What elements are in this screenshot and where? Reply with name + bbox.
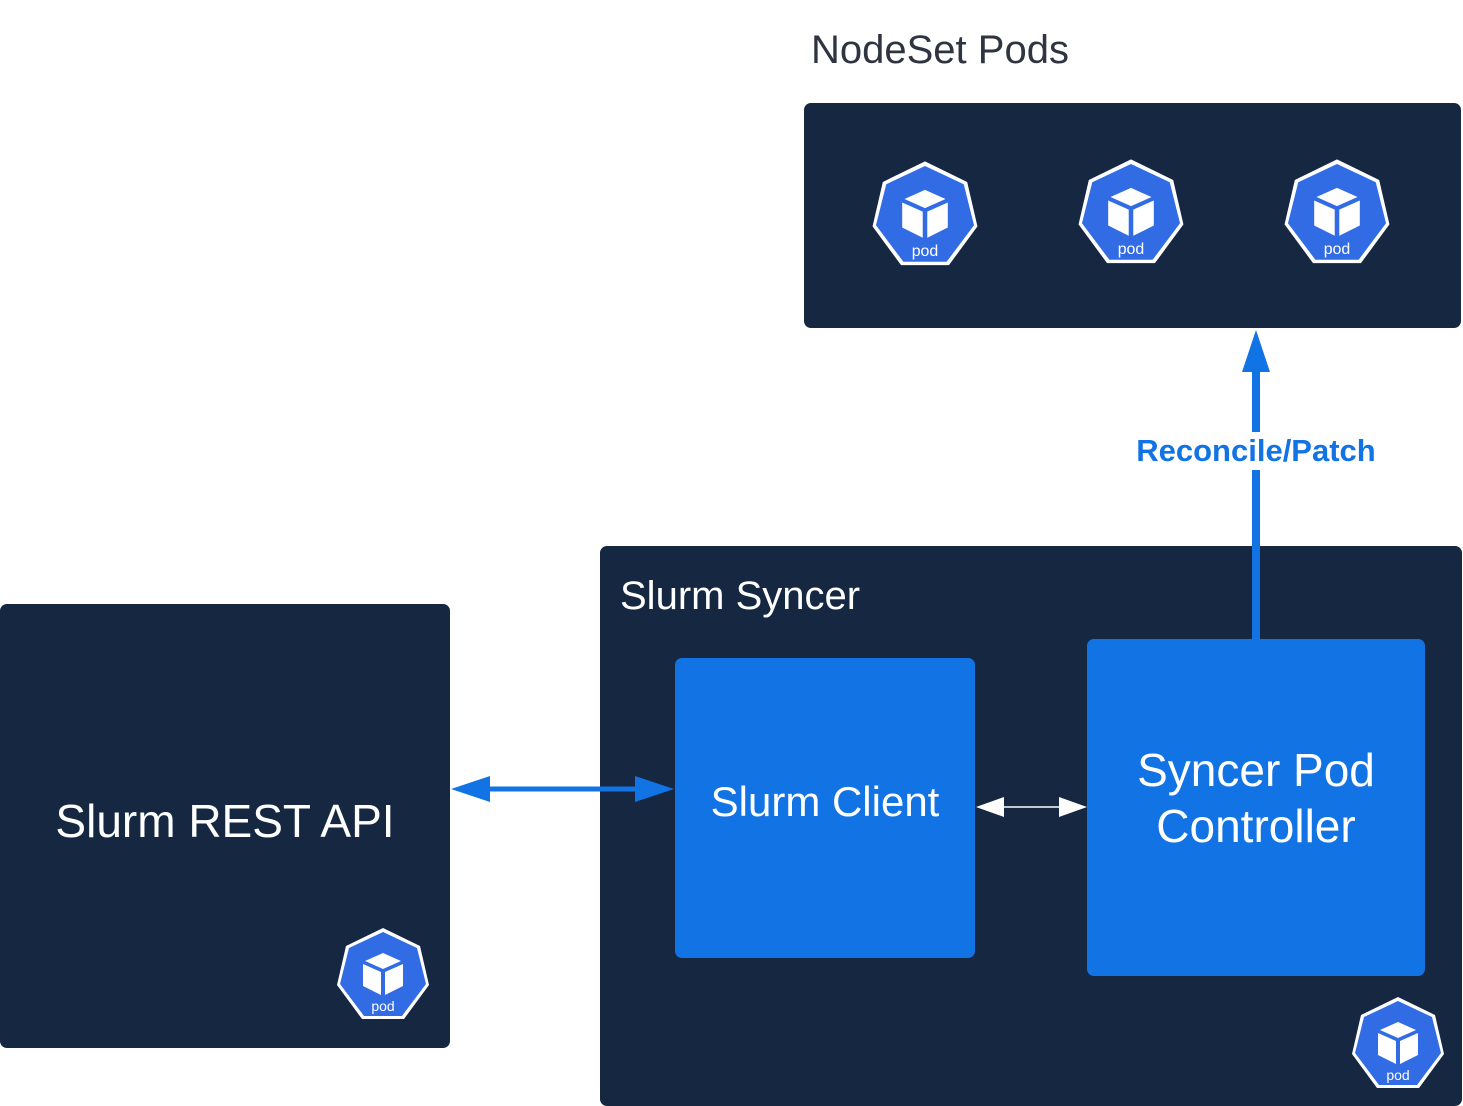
pod-label: pod	[1386, 1067, 1409, 1083]
syncer-pod-controller-box: Syncer Pod Controller	[1087, 639, 1425, 976]
syncer-pod-controller-label: Syncer Pod Controller	[1137, 744, 1375, 852]
reconcile-patch-label: Reconcile/Patch	[1116, 432, 1396, 470]
nodeset-pod-3-icon: pod	[1280, 156, 1394, 270]
slurm-client-box: Slurm Client	[675, 658, 975, 958]
pod-label: pod	[1324, 241, 1351, 258]
nodeset-pod-2-icon: pod	[1074, 156, 1188, 270]
nodeset-pods-title: NodeSet Pods	[811, 28, 1069, 72]
pod-label: pod	[912, 243, 939, 260]
nodeset-pod-1-icon: pod	[868, 158, 982, 272]
pod-label: pod	[371, 998, 394, 1014]
slurm-syncer-title: Slurm Syncer	[620, 574, 861, 618]
pod-label: pod	[1118, 241, 1145, 258]
rest-api-pod-icon: pod	[333, 925, 433, 1025]
syncer-pod-icon: pod	[1348, 994, 1448, 1094]
slurm-rest-api-title: Slurm REST API	[55, 795, 395, 847]
slurm-client-label: Slurm Client	[710, 778, 940, 825]
